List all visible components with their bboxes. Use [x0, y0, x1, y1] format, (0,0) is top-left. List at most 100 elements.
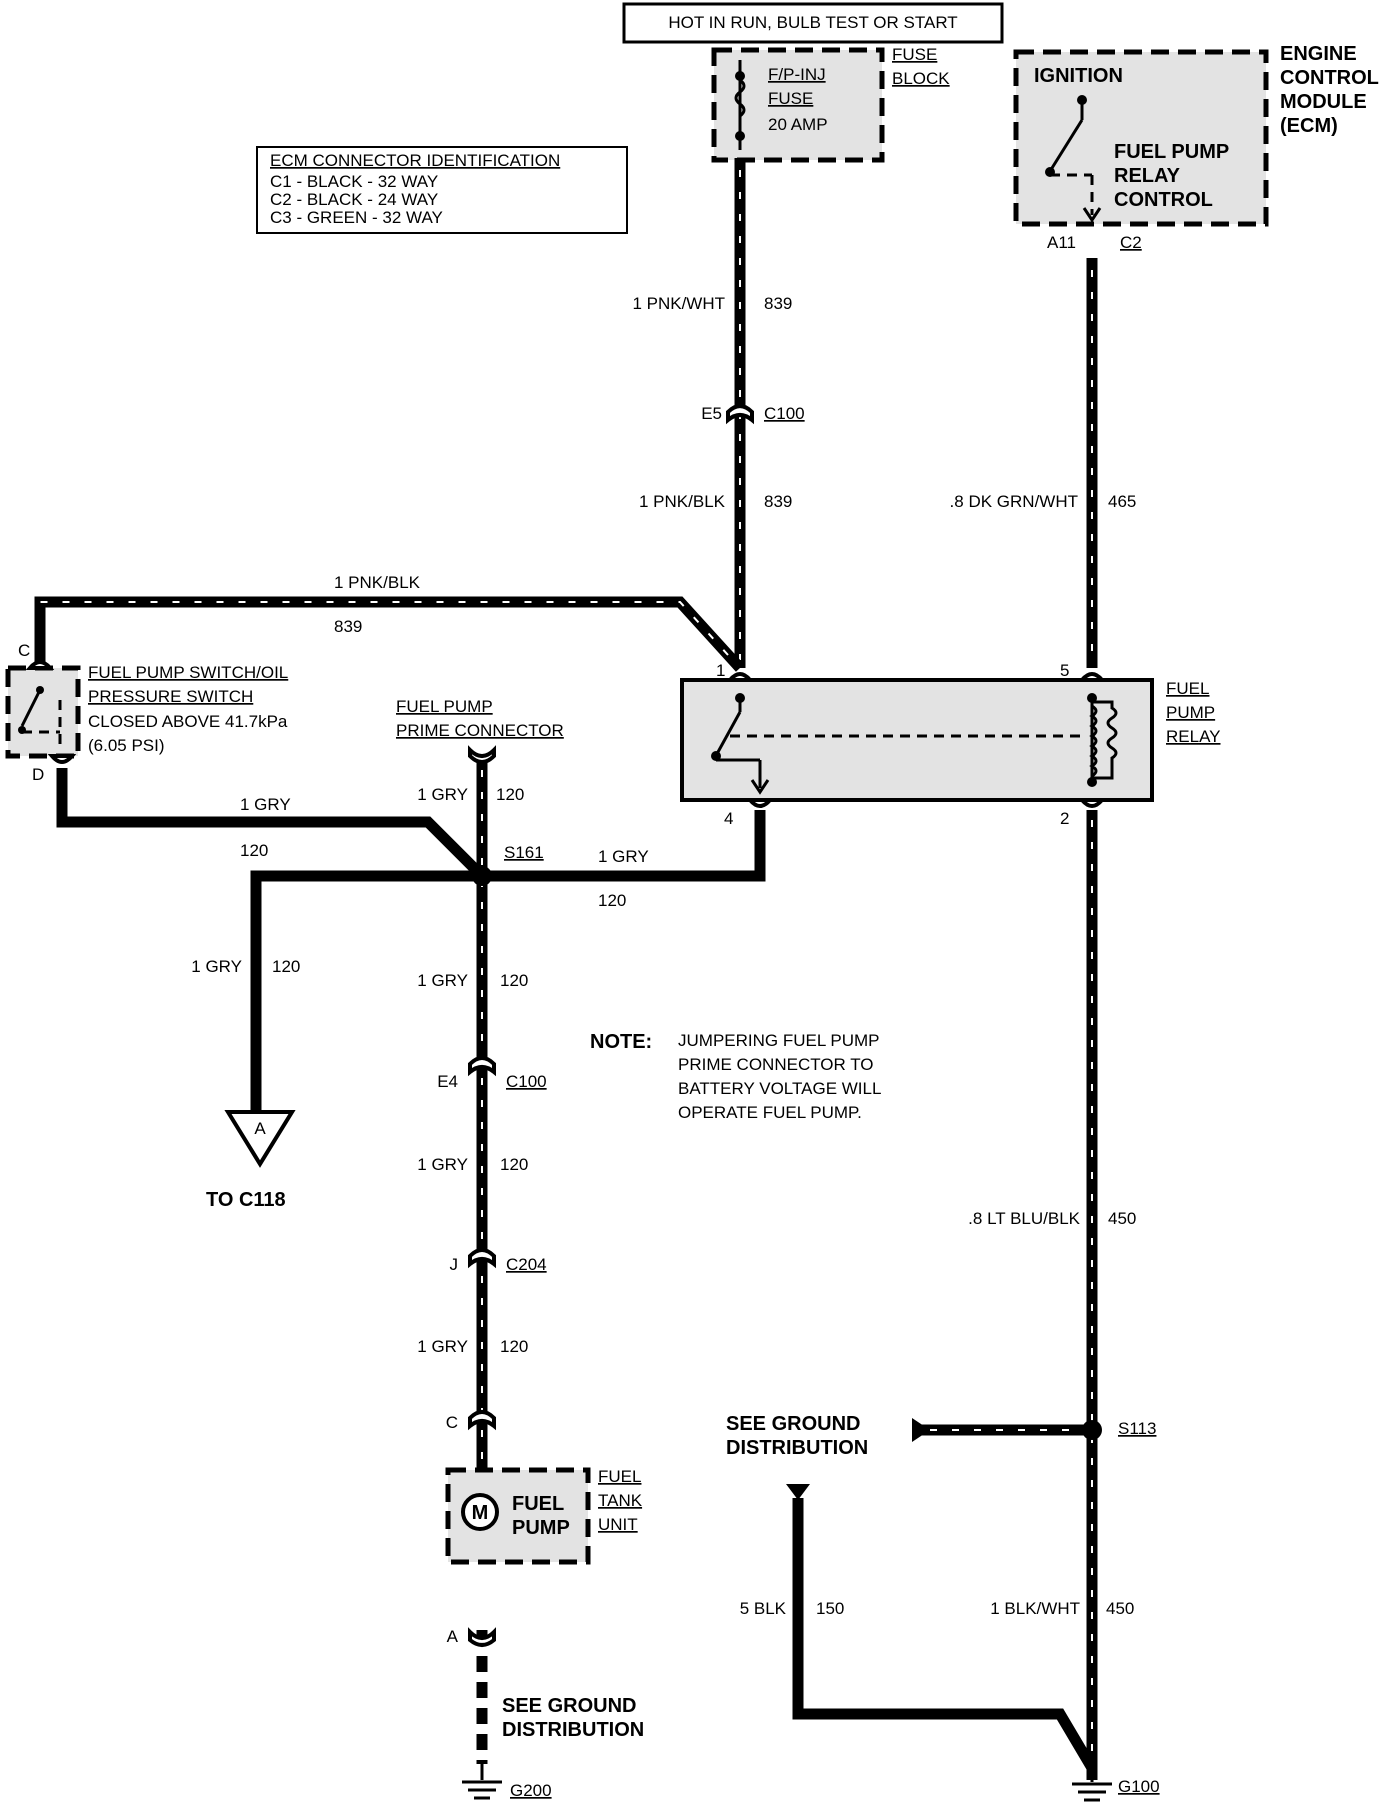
wire-circuit: 120 — [598, 891, 626, 910]
ecm-id-row: C1 - BLACK - 32 WAY — [270, 172, 438, 191]
wire-gauge: 1 GRY — [417, 1337, 468, 1356]
ecm-id-row: C2 - BLACK - 24 WAY — [270, 190, 438, 209]
connector-pin: E5 — [701, 404, 722, 423]
ecm-name-4: (ECM) — [1280, 115, 1338, 137]
oil-switch-label-1: FUEL PUMP SWITCH/OIL — [88, 663, 288, 682]
pump-label-1: FUEL — [512, 1493, 564, 1515]
wire-gauge: 1 GRY — [417, 785, 468, 804]
splice-label: S161 — [504, 843, 544, 862]
oil-switch-label-3: CLOSED ABOVE 41.7kPa — [88, 712, 288, 731]
fuse-label: FUSE — [768, 89, 813, 108]
ecm-connector: C2 — [1120, 233, 1142, 252]
fuse-block: F/P-INJ FUSE 20 AMP FUSE BLOCK — [711, 45, 950, 163]
relay-pin-5: 5 — [1060, 661, 1069, 680]
oil-switch-pin-c: C — [18, 641, 30, 660]
oil-switch-pin-d: D — [32, 765, 44, 784]
relay-pin-2: 2 — [1060, 809, 1069, 828]
fuse-block-label-2: BLOCK — [892, 69, 950, 88]
wire-circuit: 839 — [764, 294, 792, 313]
connector-c100-e5: E5 C100 — [701, 404, 805, 425]
note-line: PRIME CONNECTOR TO — [678, 1055, 874, 1074]
ground-g100: G100 — [1072, 1772, 1160, 1802]
ecm-connector-id-box: ECM CONNECTOR IDENTIFICATION C1 - BLACK … — [256, 146, 628, 234]
wire-gauge: 1 GRY — [191, 957, 242, 976]
ecm-id-row: C3 - GREEN - 32 WAY — [270, 208, 443, 227]
oil-pressure-switch: C D FUEL PUMP SWITCH/OIL PRESSURE SWITCH… — [5, 641, 288, 784]
wire-circuit: 120 — [272, 957, 300, 976]
connector-pin: A — [447, 1627, 459, 1646]
ecm-name-2: CONTROL — [1280, 67, 1379, 89]
prime-label-2: PRIME CONNECTOR — [396, 721, 564, 740]
offpage-label: TO C118 — [206, 1189, 286, 1211]
ground-distribution-ref-left: SEE GROUND DISTRIBUTION — [502, 1695, 644, 1741]
connector-pump-c: C — [446, 1410, 496, 1432]
tank-unit-label-1: FUEL — [598, 1467, 641, 1486]
note-line: OPERATE FUEL PUMP. — [678, 1103, 862, 1122]
tank-unit-label-3: UNIT — [598, 1515, 638, 1534]
fuel-pump-prime-connector: FUEL PUMP PRIME CONNECTOR — [396, 697, 564, 764]
wire-circuit: 450 — [1106, 1599, 1134, 1618]
wire-gauge: 1 PNK/BLK — [334, 573, 421, 592]
wire-circuit: 120 — [500, 1337, 528, 1356]
wire-gauge: 1 GRY — [417, 1155, 468, 1174]
oil-switch-label-4: (6.05 PSI) — [88, 736, 165, 755]
wire-gauge: 1 GRY — [417, 971, 468, 990]
connector-c204: J C204 — [450, 1248, 547, 1274]
relay-pin-4: 4 — [724, 809, 733, 828]
wire-circuit: 839 — [764, 492, 792, 511]
wire-labels: 1 PNK/WHT 839 1 PNK/BLK 839 1 PNK/BLK 83… — [191, 294, 1136, 1618]
connector-pump-a: A — [447, 1627, 496, 1647]
ecm-ignition-label: IGNITION — [1034, 65, 1123, 87]
wire-gauge: 1 BLK/WHT — [990, 1599, 1080, 1618]
pump-label-2: PUMP — [512, 1517, 570, 1539]
fuel-tank-unit: M FUEL PUMP FUEL TANK UNIT — [445, 1467, 643, 1565]
wire-120 — [56, 758, 766, 1470]
relay-pin-1: 1 — [716, 661, 725, 680]
fuel-pump-relay: 1 5 4 2 FUEL PUMP RELAY — [680, 661, 1221, 828]
ground-label: G200 — [510, 1781, 552, 1800]
wire-gauge: .8 DK GRN/WHT — [950, 492, 1078, 511]
wire-gauge: 1 GRY — [240, 795, 291, 814]
ecm-module: IGNITION FUEL PUMP RELAY CONTROL ENGINE … — [1013, 43, 1379, 252]
relay-label-1: FUEL — [1166, 679, 1209, 698]
ground-ref-4: DISTRIBUTION — [726, 1437, 868, 1459]
note-block: NOTE: JUMPERING FUEL PUMP PRIME CONNECTO… — [590, 1031, 881, 1122]
note-label: NOTE: — [590, 1031, 652, 1053]
power-source-label: HOT IN RUN, BULB TEST OR START — [668, 13, 957, 32]
ecm-name-1: ENGINE — [1280, 43, 1357, 65]
wire-circuit: 120 — [496, 785, 524, 804]
wire-circuit: 120 — [500, 1155, 528, 1174]
ecm-id-title: ECM CONNECTOR IDENTIFICATION — [270, 151, 560, 170]
connector-name: C100 — [764, 404, 805, 423]
offpage-letter: A — [254, 1119, 266, 1138]
wire-450 — [920, 810, 1098, 1780]
wire-gauge: 1 PNK/WHT — [632, 294, 725, 313]
prime-label-1: FUEL PUMP — [396, 697, 493, 716]
ground-label: G100 — [1118, 1777, 1160, 1796]
ground-distribution-ref-right: SEE GROUND DISTRIBUTION — [726, 1413, 930, 1500]
wire-circuit: 150 — [816, 1599, 844, 1618]
offpage-connector-a: A TO C118 — [206, 1110, 296, 1211]
wire-gauge: .8 LT BLU/BLK — [968, 1209, 1080, 1228]
wire-circuit: 120 — [500, 971, 528, 990]
wire-circuit: 120 — [240, 841, 268, 860]
note-line: JUMPERING FUEL PUMP — [678, 1031, 880, 1050]
ecm-fp-label-3: CONTROL — [1114, 189, 1213, 211]
fuse-rating: 20 AMP — [768, 115, 828, 134]
power-source-box: HOT IN RUN, BULB TEST OR START — [622, 2, 1004, 44]
connector-pin: C — [446, 1413, 458, 1432]
fuse-name: F/P-INJ — [768, 65, 826, 84]
ground-ref-3: SEE GROUND — [726, 1413, 860, 1435]
wire-150 — [792, 1498, 1097, 1771]
connector-pin: J — [450, 1255, 459, 1274]
splice-s161: S161 — [472, 843, 544, 886]
ecm-name-3: MODULE — [1280, 91, 1367, 113]
ground-ref-1: SEE GROUND — [502, 1695, 636, 1717]
ground-g200: G200 — [462, 1764, 552, 1800]
wire-gauge: 1 PNK/BLK — [639, 492, 726, 511]
wire-circuit: 450 — [1108, 1209, 1136, 1228]
wire-circuit: 839 — [334, 617, 362, 636]
motor-icon: M — [472, 1502, 489, 1524]
connector-name: C100 — [506, 1072, 547, 1091]
